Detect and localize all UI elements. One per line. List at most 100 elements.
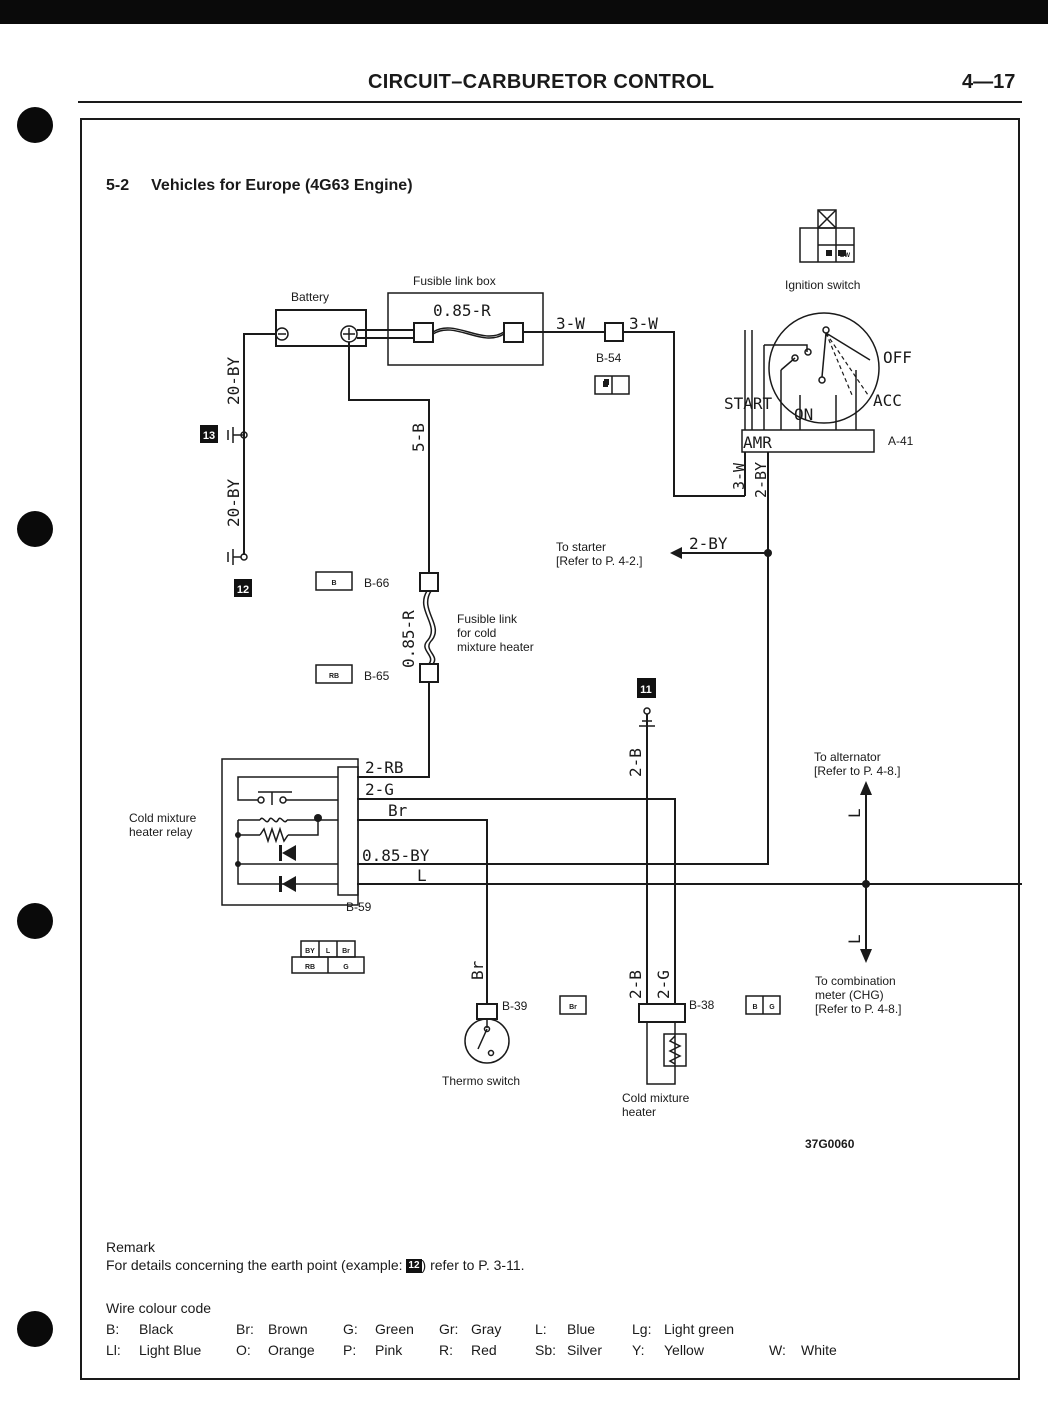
section-number: 5-2 xyxy=(106,177,130,194)
to-alternator-ref: [Refer to P. 4-8.] xyxy=(814,764,901,778)
to-starter-label: To starter xyxy=(556,540,606,554)
wire-label-l: L xyxy=(845,934,864,944)
switch-on-label: ON xyxy=(794,405,813,424)
binder-hole xyxy=(17,903,53,939)
switch-acc-label: ACC xyxy=(873,391,902,410)
wire-label-0-85-r: 0.85-R xyxy=(399,610,418,668)
wire-label-2-b: 2-B xyxy=(626,970,645,999)
arrow-to-alternator xyxy=(860,781,872,795)
cold-mixture-heater-symbol xyxy=(646,1021,676,1085)
wire-2-by xyxy=(357,452,769,865)
battery-label: Battery xyxy=(291,290,329,304)
to-alternator-label: To alternator xyxy=(814,750,881,764)
header-rule xyxy=(78,101,1022,103)
pin-label: Br xyxy=(342,948,350,955)
wire-label-2-g: 2-G xyxy=(654,970,673,999)
wire-2-rb xyxy=(357,682,430,778)
connector-a41 xyxy=(741,429,875,453)
wire-label-3-w: 3-W xyxy=(730,462,748,490)
wire-label-br: Br xyxy=(468,960,487,980)
connector-a41-label: A-41 xyxy=(888,434,914,448)
wire-colour-code: Wire colour code B: Black Br: Brown G: G… xyxy=(106,1300,837,1363)
pin-label: G xyxy=(343,964,349,971)
earth-badge-12: 12 xyxy=(237,584,249,596)
wire-label-2-rb: 2-RB xyxy=(365,758,404,777)
pin-label: Br xyxy=(569,1004,577,1011)
wire-label-5-b: 5-B xyxy=(409,423,428,452)
wire-label-20-by: 20-BY xyxy=(224,356,243,405)
connector-b39-icon xyxy=(559,995,587,1015)
relay-label: heater relay xyxy=(129,825,192,839)
wire-label-2-b: 2-B xyxy=(626,748,645,777)
fusible-rating-label: 0.85-R xyxy=(433,301,491,320)
remark-title: Remark xyxy=(106,1239,156,1255)
connector-b39-pin xyxy=(476,1003,498,1020)
connector-b59-label: B-59 xyxy=(346,900,372,914)
connector-b54-label: B-54 xyxy=(596,351,622,365)
wire-5-b xyxy=(348,342,430,573)
connector-b66-label: B-66 xyxy=(364,576,390,590)
binder-hole xyxy=(17,511,53,547)
section-heading: 5-2 Vehicles for Europe (4G63 Engine) xyxy=(106,177,413,195)
wire-br xyxy=(357,819,488,1004)
connector-b39-label: B-39 xyxy=(502,999,528,1013)
page-number: 4—17 xyxy=(962,71,1016,93)
wire-label-2-by: 2-BY xyxy=(752,462,770,498)
to-meter-label: To combination xyxy=(815,974,896,988)
fusible-cold-label: for cold xyxy=(457,626,496,640)
diode-symbol xyxy=(282,845,296,861)
page-title: CIRCUIT–CARBURETOR CONTROL xyxy=(368,71,715,93)
switch-start-label: START xyxy=(724,394,773,413)
scan-top-bar xyxy=(0,0,1048,24)
wire-colour-row: B: Black Br: Brown G: Green Gr: Gray L: … xyxy=(106,1321,735,1337)
heater-label: Cold mixture xyxy=(622,1091,690,1105)
thermo-switch-label: Thermo switch xyxy=(442,1074,520,1088)
wire-label-l: L xyxy=(845,808,864,818)
diode-symbol xyxy=(282,876,296,892)
connector-b66-pin xyxy=(419,572,439,592)
connector-b66-icon xyxy=(315,571,353,591)
wire-20-by xyxy=(243,333,276,555)
to-meter-ref: [Refer to P. 4-8.] xyxy=(815,1002,902,1016)
wire-label-br: Br xyxy=(388,801,408,820)
earth-badge-13: 13 xyxy=(203,430,215,442)
fusible-link-box-label: Fusible link box xyxy=(413,274,496,288)
wire-colour-row: Ll: Light Blue O: Orange P: Pink R: Red … xyxy=(106,1342,837,1358)
binder-hole xyxy=(17,107,53,143)
connector-b65-icon xyxy=(315,664,353,684)
pin-label: B xyxy=(331,580,336,587)
pin-label: G xyxy=(769,1004,775,1011)
earth-badge-example: 12 xyxy=(406,1259,422,1274)
wire-label-2-by: 2-BY xyxy=(689,534,728,553)
arrow-to-starter xyxy=(670,547,682,559)
connector-b38-pin xyxy=(638,1003,686,1023)
fusible-cold-label: Fusible link xyxy=(457,612,518,626)
to-meter-label: meter (CHG) xyxy=(815,988,884,1002)
connector-b65-pin xyxy=(419,663,439,683)
pin-label: RB xyxy=(305,964,315,971)
to-starter-ref: [Refer to P. 4-2.] xyxy=(556,554,643,568)
wire-colour-title: Wire colour code xyxy=(106,1300,212,1316)
pin-label: BY xyxy=(305,948,315,955)
connector-b59 xyxy=(337,766,359,896)
binder-hole xyxy=(17,1311,53,1347)
arrow-to-meter xyxy=(860,949,872,963)
pin-label: RB xyxy=(329,673,339,680)
ignition-switch-label: Ignition switch xyxy=(785,278,860,292)
fusible-cold-label: mixture heater xyxy=(457,640,534,654)
fusible-link-box xyxy=(387,292,544,366)
heater-label: heater xyxy=(622,1105,656,1119)
section-title: Vehicles for Europe (4G63 Engine) xyxy=(151,177,413,194)
earth-badge-11: 11 xyxy=(640,684,652,696)
switch-amr-label: AMR xyxy=(743,433,772,452)
diagram-frame xyxy=(80,118,1020,1380)
fuse-terminal xyxy=(503,322,524,343)
remark-block: Remark For details concerning the earth … xyxy=(106,1238,525,1274)
remark-text: For details concerning the earth point (… xyxy=(106,1257,525,1274)
connector-b38-label: B-38 xyxy=(689,998,715,1012)
wire-label-3-w: 3-W xyxy=(556,314,585,333)
connector-b54-pin xyxy=(604,322,624,342)
wire-label-l: L xyxy=(417,866,427,885)
pin-label: B xyxy=(752,1004,757,1011)
